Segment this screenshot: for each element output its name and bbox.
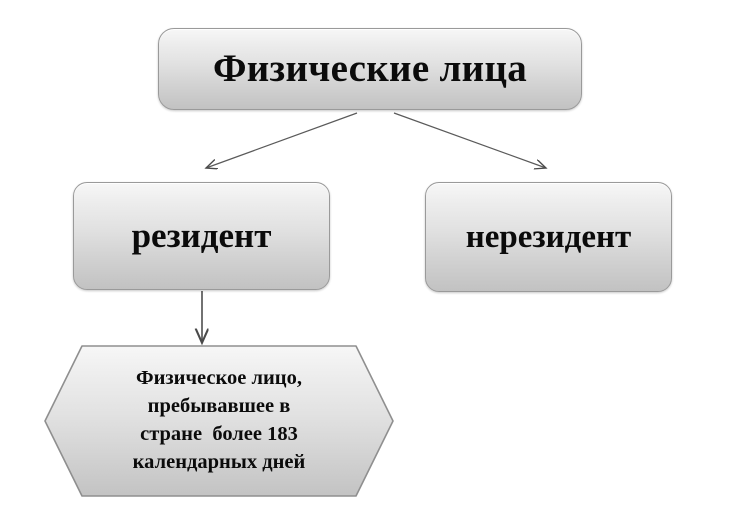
node-nonresident-label: нерезидент — [465, 218, 632, 255]
node-resident[interactable]: резидент — [73, 182, 330, 290]
node-physical-persons[interactable]: Физические лица — [158, 28, 582, 110]
node-nonresident[interactable]: нерезидент — [425, 182, 672, 292]
hexagon-shape — [44, 345, 394, 497]
node-resident-label: резидент — [131, 215, 272, 255]
node-physical-persons-label: Физические лица — [212, 46, 528, 90]
definition-line-2: пребывавшее в — [147, 395, 291, 418]
connector-root-to-nonresident — [393, 112, 546, 168]
definition-line-1: Физическое лицо, — [136, 367, 302, 390]
definition-line-4: календарных дней — [132, 450, 306, 473]
node-resident-definition-text: Физическое лицо, пребывавшее в стране бо… — [44, 345, 394, 497]
node-resident-definition[interactable]: Физическое лицо, пребывавшее в стране бо… — [44, 345, 394, 497]
definition-line-3: стране более 183 — [140, 423, 298, 445]
connector-root-to-resident — [206, 112, 358, 168]
